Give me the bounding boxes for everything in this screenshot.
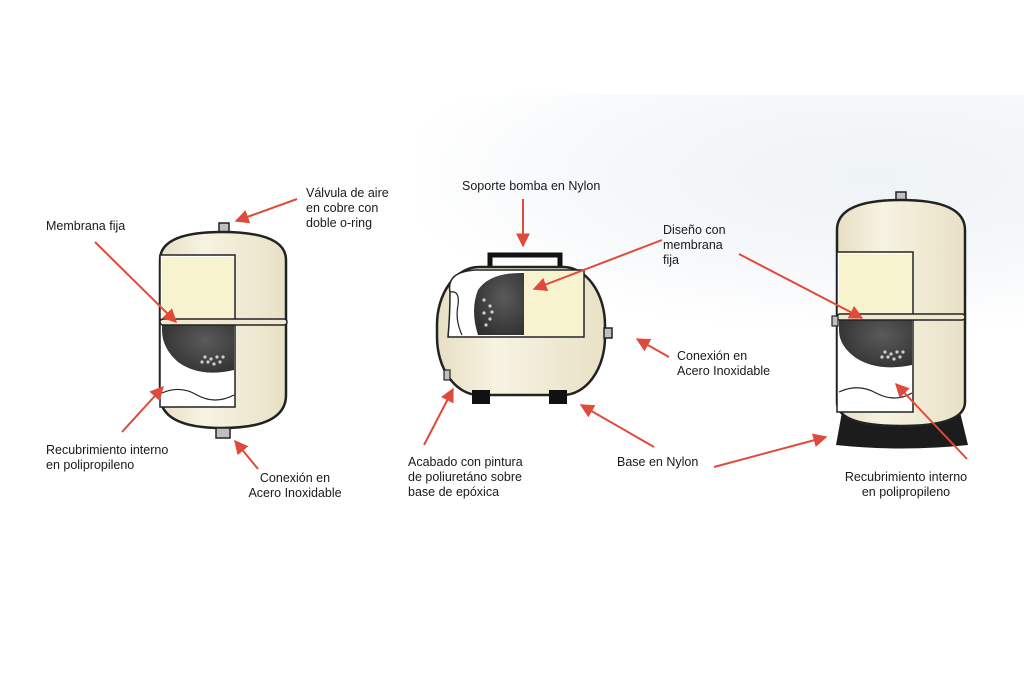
- label-acabado: Acabado con pintura de poliuretáno sobre…: [408, 455, 523, 499]
- arrow-acabado: [423, 387, 454, 446]
- center-right-connector: [603, 327, 613, 339]
- label-valvula-aire: Válvula de aire en cobre con doble o-rin…: [306, 186, 389, 230]
- right-inner-panel: [839, 254, 912, 314]
- left-bottom-connector: [215, 427, 231, 439]
- right-side-connector: [831, 315, 839, 327]
- arrow-base-nylon-right: [713, 433, 828, 468]
- center-left-connector: [443, 369, 451, 381]
- arrow-valvula-aire: [234, 198, 298, 224]
- arrow-conexion-center: [635, 338, 670, 358]
- center-liner-wave: [449, 291, 463, 336]
- arrow-base-nylon-left: [579, 404, 655, 448]
- arrow-recubrimiento-right: [895, 382, 968, 460]
- right-tank: [831, 191, 968, 449]
- label-diseno-membrana: Diseño con membrana fija: [663, 223, 726, 267]
- label-soporte-bomba: Soporte bomba en Nylon: [462, 179, 601, 193]
- left-tank-band: [159, 318, 288, 326]
- right-membrane-holes: [880, 350, 905, 361]
- label-conexion-left: Conexión en Acero Inoxidable: [248, 471, 342, 500]
- label-membrana-fija: Membrana fija: [46, 219, 126, 233]
- center-membrane: [474, 272, 524, 335]
- left-tank: [158, 222, 288, 439]
- center-membrane-holes: [482, 298, 494, 327]
- callout-arrows: [94, 198, 968, 470]
- arrow-membrana-fija: [94, 241, 177, 323]
- right-membrane: [839, 314, 912, 368]
- label-base-nylon: Base en Nylon: [617, 455, 699, 469]
- arrow-diseno-membrana-right: [738, 253, 864, 319]
- center-foot-left: [472, 390, 490, 404]
- left-membrane: [162, 319, 234, 373]
- label-recubrimiento-left: Recubrimiento interno en polipropileno: [46, 443, 169, 472]
- center-foot-right: [549, 390, 567, 404]
- center-tank: [435, 252, 613, 404]
- left-liner-wave: [161, 388, 235, 401]
- label-conexion-center: Conexión en Acero Inoxidable: [677, 349, 771, 378]
- left-inner-panel: [162, 257, 234, 319]
- arrow-recubrimiento-left: [121, 385, 164, 433]
- left-membrane-holes: [200, 355, 225, 366]
- label-recubrimiento-right: Recubrimiento interno en polipropileno: [844, 470, 968, 499]
- arrow-conexion-left: [234, 439, 259, 470]
- arrow-diseno-membrana: [532, 239, 663, 292]
